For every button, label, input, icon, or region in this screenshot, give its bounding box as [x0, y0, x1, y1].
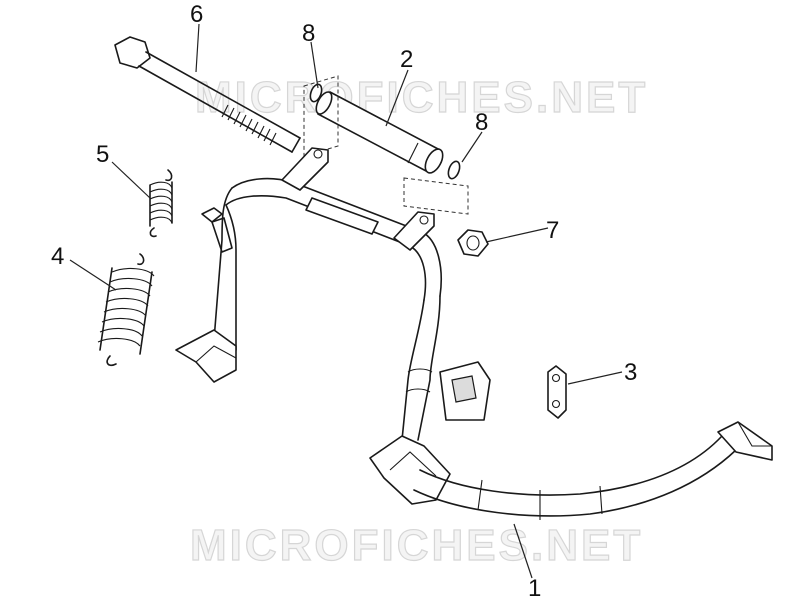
callout-5: 5 [96, 141, 109, 168]
callout-4: 4 [51, 243, 64, 270]
nut-part [457, 229, 489, 257]
plate-part [547, 365, 567, 419]
main-stand-part [175, 147, 773, 520]
leader-1 [513, 523, 533, 579]
callout-3: 3 [624, 359, 637, 386]
callout-2: 2 [400, 46, 413, 73]
callout-8a: 8 [302, 20, 315, 47]
leader-3 [567, 371, 623, 385]
leader-4 [69, 259, 117, 291]
leader-lines [69, 23, 623, 579]
watermark-top: MICROFICHES.NET [195, 73, 648, 122]
leader-7 [485, 227, 549, 243]
washer-lower-part [403, 160, 469, 215]
rubber-stop-part [201, 207, 233, 253]
leader-8a [310, 41, 319, 89]
bolt-part [114, 36, 301, 153]
washer-upper-part [303, 75, 339, 157]
leader-5 [111, 161, 151, 199]
large-spring-part [97, 253, 155, 367]
callout-8b: 8 [475, 109, 488, 136]
callout-1: 1 [528, 575, 541, 600]
leader-2 [385, 69, 409, 127]
leader-6 [195, 23, 200, 73]
leader-8b [461, 131, 483, 163]
small-spring-part [149, 169, 173, 238]
callout-7: 7 [546, 217, 559, 244]
spacer-tube-part [315, 91, 444, 174]
callout-6: 6 [190, 1, 203, 28]
watermark-bottom: MICROFICHES.NET [190, 521, 643, 570]
